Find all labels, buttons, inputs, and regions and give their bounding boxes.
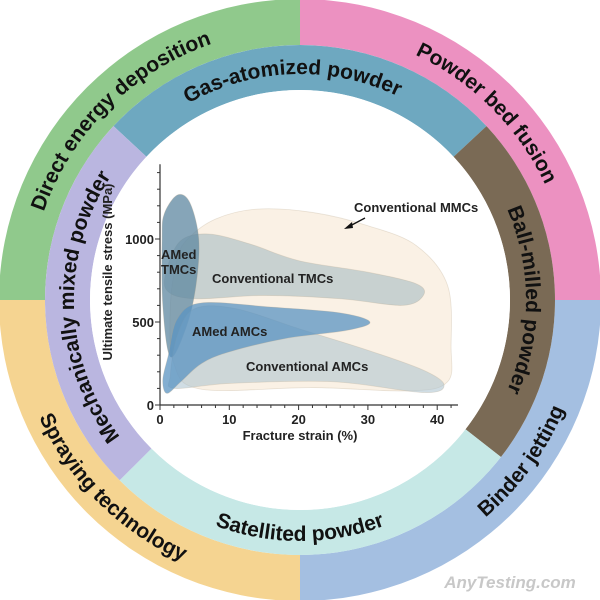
label-conventional-tmcs: Conventional TMCs xyxy=(212,271,333,286)
outer-segment-powder-bed-fusion xyxy=(300,0,600,300)
watermark: AnyTesting.com xyxy=(443,573,576,592)
x-tick-label: 30 xyxy=(361,412,375,427)
inner-ring xyxy=(44,44,556,556)
strength-ductility-chart: 0 10 20 30 40 0 500 1000 Conventional MMCs AMed… xyxy=(100,164,478,443)
y-tick-label: 1000 xyxy=(125,232,154,247)
x-tick-label: 10 xyxy=(222,412,236,427)
x-axis-label: Fracture strain (%) xyxy=(243,428,358,443)
region-amed-amcs xyxy=(162,302,371,394)
x-tick-label: 40 xyxy=(430,412,444,427)
inner-segment-satellited-powder xyxy=(119,429,501,556)
inner-segment-ball-milled-powder xyxy=(453,126,556,457)
x-tick-label: 0 xyxy=(156,412,163,427)
label-amed-tmcs-1: AMed xyxy=(161,247,196,262)
y-tick-label: 500 xyxy=(132,315,154,330)
x-tick-label: 20 xyxy=(291,412,305,427)
label-amed-amcs: AMed AMCs xyxy=(192,324,267,339)
label-amed-tmcs-2: TMCs xyxy=(161,262,196,277)
arrowhead-icon xyxy=(344,222,353,229)
label-conventional-mmcs: Conventional MMCs xyxy=(354,200,478,215)
label-conventional-amcs: Conventional AMCs xyxy=(246,359,368,374)
inner-segment-mechanically-mixed-powder xyxy=(44,126,152,481)
y-tick-label: 0 xyxy=(147,398,154,413)
outer-segment-binder-jetting xyxy=(300,300,600,600)
inner-segment-gas-atomized-powder xyxy=(113,44,487,157)
outer-segment-direct-energy-deposition xyxy=(0,0,300,300)
y-axis-label: Ultimate tensile stress (MPa) xyxy=(100,183,115,360)
outer-segment-spraying-technology xyxy=(0,300,300,600)
region-conventional-tmcs xyxy=(163,233,425,306)
watermark-text: AnyTesting.com xyxy=(443,573,576,592)
